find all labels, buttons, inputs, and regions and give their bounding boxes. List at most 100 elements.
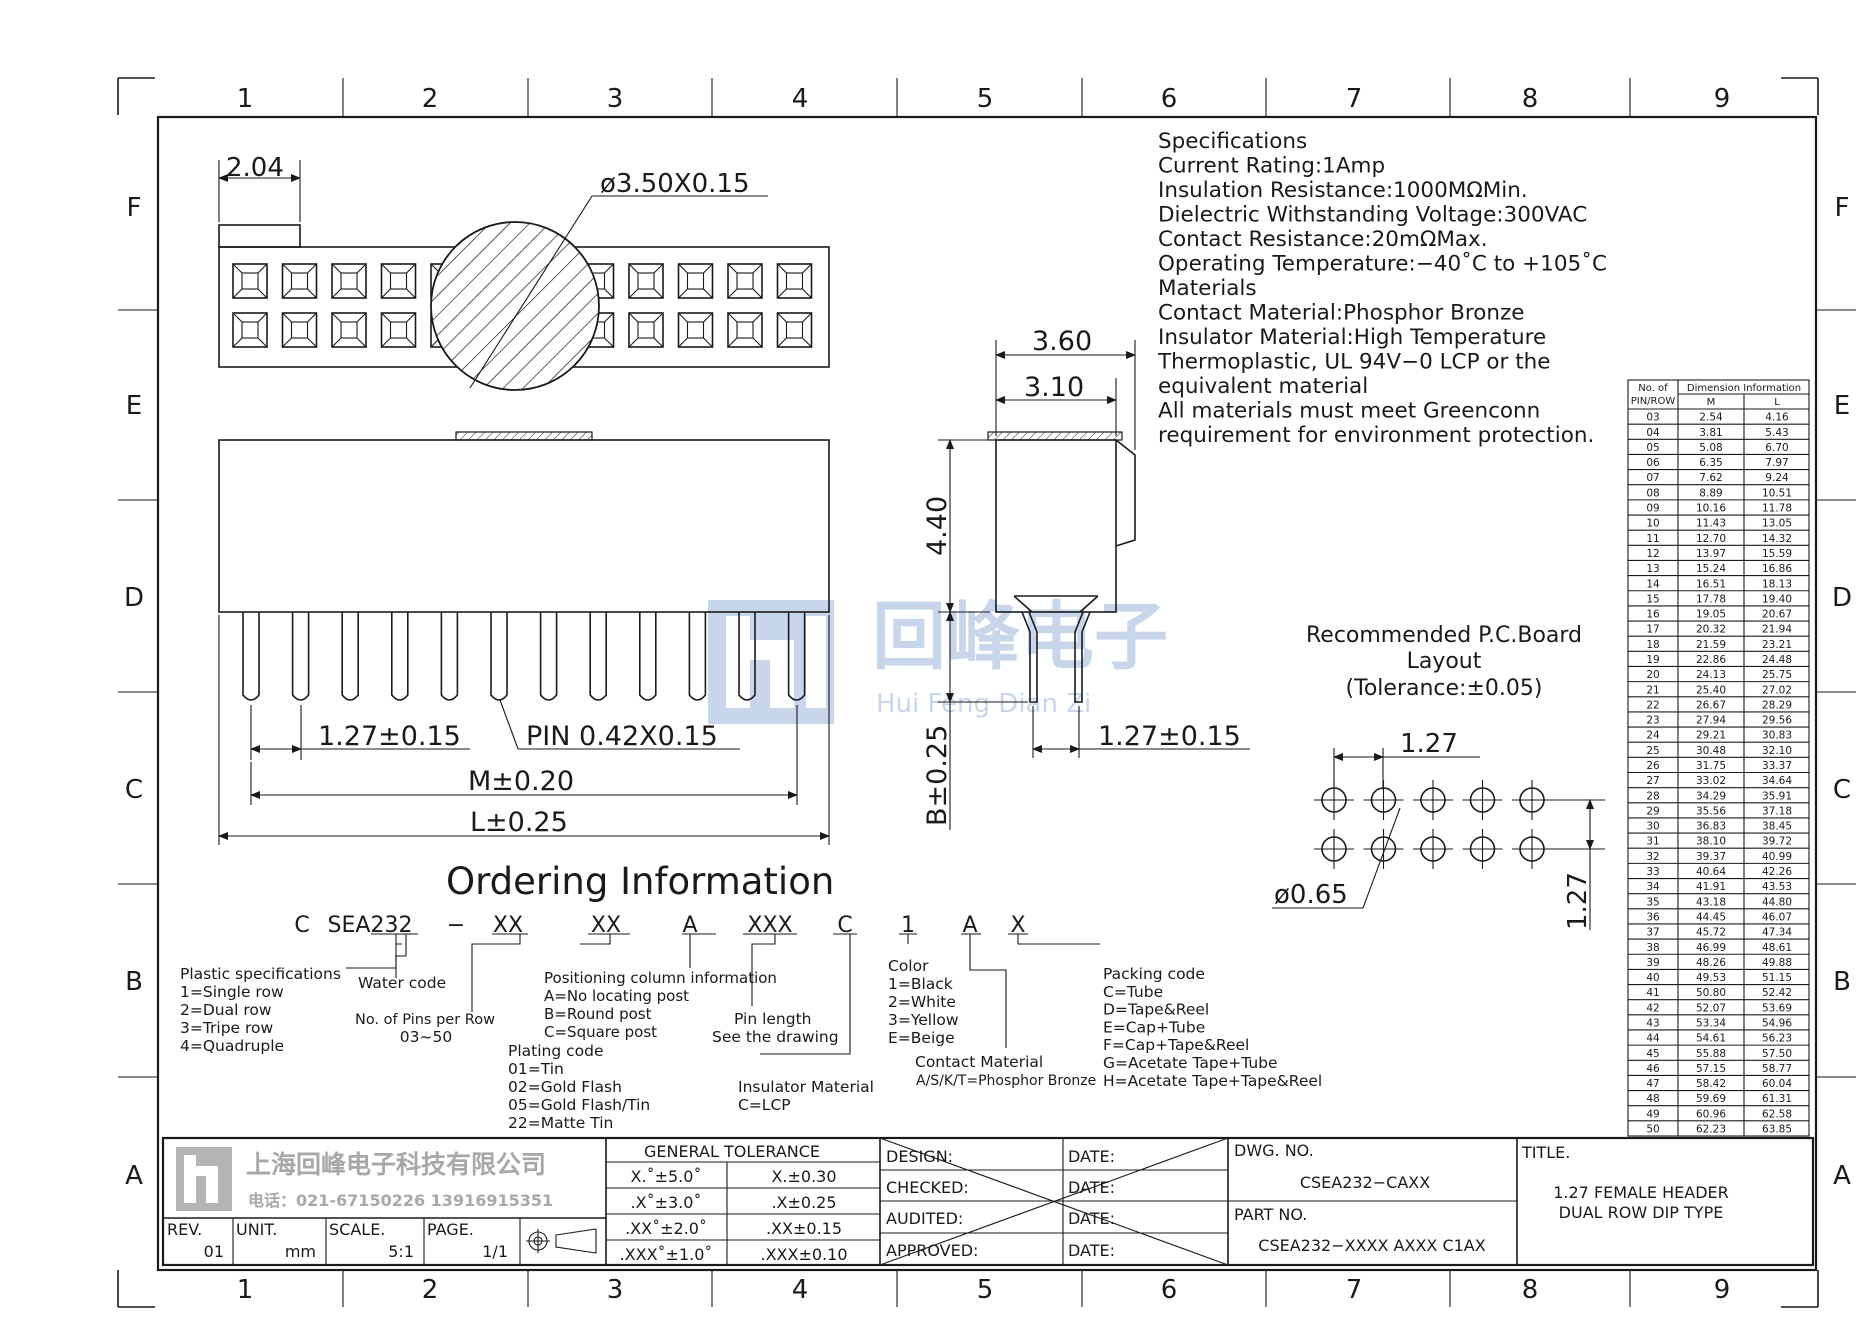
dimtable-m: 50.80 — [1696, 987, 1726, 999]
company-logo — [176, 1147, 232, 1211]
pcb-title-line-1: Recommended P.C.Board — [1306, 623, 1582, 648]
contact-pad-inner — [389, 272, 408, 290]
column-label-bottom: 1 — [237, 1275, 254, 1305]
dimtable-l: 54.96 — [1762, 1017, 1792, 1029]
order-code-part: C — [837, 913, 852, 938]
contact-pad-inner — [736, 321, 754, 339]
dimtable-m: 10.16 — [1696, 503, 1726, 515]
order-plating: 22=Matte Tin — [508, 1114, 613, 1132]
spec-line: All materials must meet Greenconn — [1158, 399, 1540, 424]
row-label-left: A — [125, 1161, 143, 1191]
dimtable-l: 37.18 — [1762, 805, 1792, 817]
dimtable-pins: 07 — [1646, 472, 1659, 484]
contact-pad-inner — [340, 272, 358, 290]
dimtable-l: 13.05 — [1762, 518, 1792, 530]
column-label-top: 5 — [977, 84, 994, 114]
row-label-left: B — [125, 967, 143, 997]
dimtable-pins: 43 — [1646, 1017, 1659, 1029]
dimtable-l: 42.26 — [1762, 866, 1792, 878]
order-plating: Plating code — [508, 1042, 604, 1060]
contact-pad-bevel — [381, 263, 416, 299]
dimtable-pins: 27 — [1646, 775, 1659, 787]
sign-label: AUDITED: — [886, 1209, 963, 1228]
order-packing: F=Cap+Tape&Reel — [1103, 1036, 1249, 1054]
dimtable-l: 56.23 — [1762, 1033, 1792, 1045]
contact-pad — [281, 312, 318, 348]
dimtable-m: 13.97 — [1696, 548, 1726, 560]
dimtable-l: 18.13 — [1762, 578, 1792, 590]
dimtable-l: 43.53 — [1762, 881, 1792, 893]
order-plating: 05=Gold Flash/Tin — [508, 1096, 650, 1114]
dimension-table: No. of PIN/ROW Dimension Information M L… — [1627, 379, 1810, 1137]
contact-pad — [628, 312, 664, 348]
contact-pad-bevel — [232, 312, 268, 348]
dimtable-m: 33.02 — [1696, 775, 1726, 787]
row-label-right: D — [1832, 583, 1852, 613]
title-line-2: DUAL ROW DIP TYPE — [1559, 1203, 1724, 1222]
order-plating: 02=Gold Flash — [508, 1078, 622, 1096]
order-color: 1=Black — [888, 975, 953, 993]
dimtable-m: 11.43 — [1696, 518, 1726, 530]
pin — [341, 612, 359, 701]
sign-label: CHECKED: — [886, 1178, 969, 1197]
row-label-left: D — [124, 583, 144, 613]
contact-pad-inner — [241, 321, 259, 339]
part-label: PART NO. — [1234, 1205, 1307, 1224]
dimtable-pins: 40 — [1646, 972, 1659, 984]
contact-pad-bevel — [282, 263, 317, 299]
dimtable-l: 46.07 — [1762, 911, 1792, 923]
dimtable-l: 62.58 — [1762, 1108, 1792, 1120]
dimtable-header-pinrow: PIN/ROW — [1631, 396, 1676, 407]
spec-line: Contact Material:Phosphor Bronze — [1158, 301, 1525, 326]
watermark-subtext: Hui Feng Dian Zi — [876, 689, 1091, 719]
dimtable-pins: 49 — [1646, 1108, 1659, 1120]
contact-pad — [331, 263, 367, 299]
side-width-1-dim: 3.60 — [1032, 326, 1092, 357]
dimtable-pins: 25 — [1646, 745, 1659, 757]
l-dim: L±0.25 — [470, 807, 568, 838]
dimtable-m: 39.37 — [1696, 851, 1726, 863]
order-packing: G=Acetate Tape+Tube — [1103, 1054, 1278, 1072]
rev-value: 01 — [204, 1242, 224, 1261]
dimtable-pins: 18 — [1646, 639, 1659, 651]
contact-pad-bevel — [777, 263, 812, 299]
dimtable-m: 16.51 — [1696, 578, 1726, 590]
column-label-bottom: 5 — [977, 1275, 994, 1305]
dimtable-pins: 24 — [1646, 730, 1660, 742]
column-label-top: 3 — [607, 84, 624, 114]
column-label-bottom: 2 — [422, 1275, 439, 1305]
order-code-part: C — [294, 913, 309, 938]
dimtable-pins: 15 — [1646, 593, 1659, 605]
dimtable-header-no: No. of — [1638, 383, 1668, 394]
dimtable-m: 25.40 — [1696, 684, 1726, 696]
dimtable-m: 43.18 — [1696, 896, 1726, 908]
order-insulator: Insulator Material — [738, 1078, 874, 1096]
connector-side-view: 3.60 3.10 4.40 B±0.25 1.27±0.15 — [922, 326, 1250, 830]
part-number: CSEA232−XXXX AXXX C1AX — [1258, 1236, 1485, 1255]
dimtable-pins: 42 — [1646, 1002, 1659, 1014]
dimtable-pins: 16 — [1646, 609, 1660, 621]
dimtable-l: 35.91 — [1762, 790, 1792, 802]
contact-pad-bevel — [232, 263, 268, 299]
spec-line: Thermoplastic, UL 94V−0 LCP or the — [1157, 350, 1550, 375]
circle-callout-label: ø3.50X0.15 — [600, 169, 750, 199]
dimtable-l: 38.45 — [1762, 821, 1792, 833]
contact-pad — [677, 263, 714, 299]
order-pins: 03~50 — [400, 1028, 452, 1046]
row-label-right: F — [1835, 193, 1850, 223]
dimtable-m: 17.78 — [1696, 593, 1726, 605]
pin — [787, 612, 806, 701]
dimtable-l: 6.70 — [1765, 442, 1788, 454]
dimtable-l: 51.15 — [1762, 972, 1792, 984]
dimtable-pins: 31 — [1646, 836, 1659, 848]
page-value: 1/1 — [482, 1242, 508, 1261]
order-packing: E=Cap+Tube — [1103, 1018, 1205, 1036]
side-height-dim: 4.40 — [922, 496, 953, 556]
pin — [639, 612, 657, 701]
contact-pad — [232, 312, 268, 348]
tolerance-angle: X.˚±5.0˚ — [631, 1167, 702, 1186]
contact-pad-inner — [785, 272, 804, 290]
dimtable-m: 12.70 — [1696, 533, 1726, 545]
row-label-right: C — [1833, 775, 1851, 805]
